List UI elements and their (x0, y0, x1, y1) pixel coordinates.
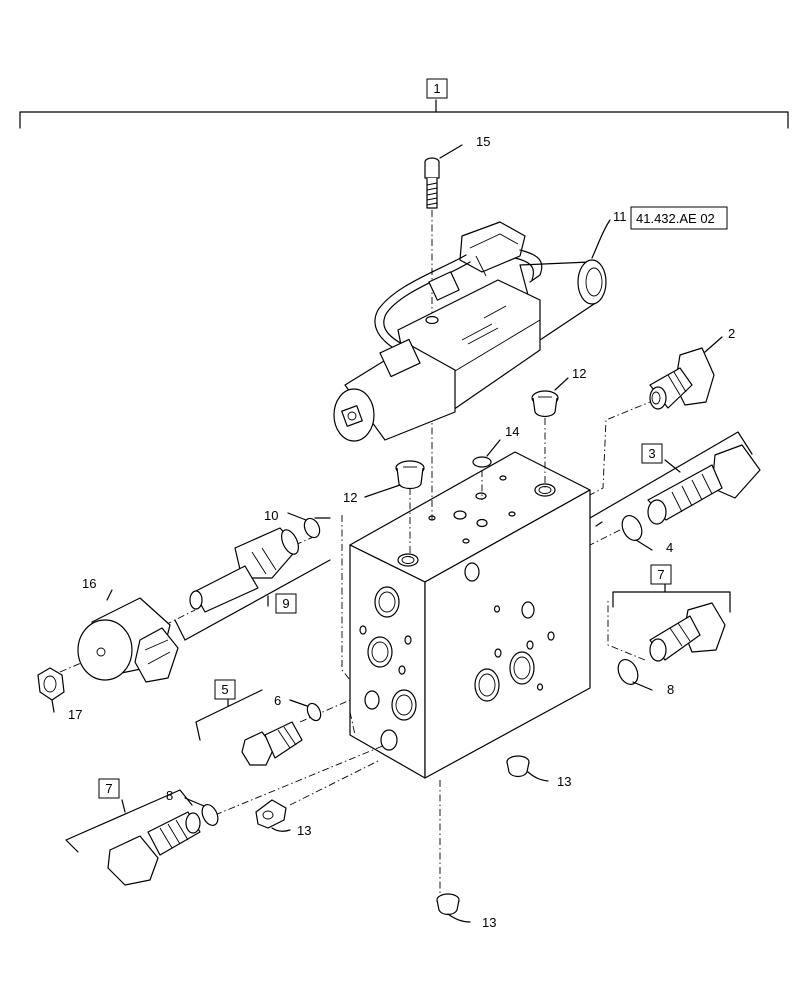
callout-15[interactable]: 15 (476, 134, 490, 149)
o-ring-14: 14 (472, 424, 519, 468)
callout-1[interactable]: 1 (433, 81, 440, 96)
cartridge-valve-9: 9 (174, 517, 331, 641)
o-ring-8-left: 8 (166, 788, 219, 826)
o-ring-10: 10 (264, 508, 321, 539)
solenoid-coil-16: 16 (77, 576, 179, 683)
callout-2[interactable]: 2 (728, 326, 735, 341)
o-ring-8-right: 8 (617, 659, 674, 697)
bolt-15: 15 (424, 134, 490, 209)
cartridge-valve-3: 3 (589, 431, 761, 527)
cartridge-valve-7-left: 7 (65, 778, 201, 886)
callout-13-middle[interactable]: 13 (297, 823, 311, 838)
callout-14[interactable]: 14 (505, 424, 519, 439)
nut-17: 17 (37, 667, 82, 722)
assembly-bracket: 1 (19, 78, 789, 129)
plug-12-lower: 12 (343, 460, 425, 505)
plug-5-group: 5 6 (195, 679, 322, 766)
callout-6[interactable]: 6 (274, 693, 281, 708)
plug-12-upper: 12 (531, 366, 586, 418)
callout-10[interactable]: 10 (264, 508, 278, 523)
callout-11[interactable]: 11 (613, 209, 627, 224)
callout-16[interactable]: 16 (82, 576, 96, 591)
callout-11-reference[interactable]: 41.432.AE 02 (636, 211, 715, 226)
plug-13-right: 13 (506, 755, 571, 789)
valve-manifold-block (349, 451, 591, 779)
callout-13-bottom[interactable]: 13 (482, 915, 496, 930)
cartridge-valve-7-right: 7 (612, 564, 731, 662)
callout-11-group: 11 41.432.AE 02 (591, 206, 728, 259)
callout-7-left[interactable]: 7 (105, 781, 112, 796)
plug-13-bottom: 13 (436, 893, 496, 930)
o-ring-4: 4 (621, 515, 673, 555)
callout-7-right[interactable]: 7 (657, 567, 664, 582)
cartridge-valve-2: 2 (649, 326, 735, 410)
callout-12-lower[interactable]: 12 (343, 490, 357, 505)
callout-8-left[interactable]: 8 (166, 788, 173, 803)
solenoid-valve (333, 221, 607, 442)
callout-9[interactable]: 9 (282, 596, 289, 611)
callout-5[interactable]: 5 (221, 682, 228, 697)
callout-3[interactable]: 3 (648, 446, 655, 461)
callout-13-right[interactable]: 13 (557, 774, 571, 789)
callout-17[interactable]: 17 (68, 707, 82, 722)
callout-4[interactable]: 4 (666, 540, 673, 555)
plug-13-middle: 13 (255, 799, 311, 838)
callout-8-right[interactable]: 8 (667, 682, 674, 697)
callout-12-upper[interactable]: 12 (572, 366, 586, 381)
